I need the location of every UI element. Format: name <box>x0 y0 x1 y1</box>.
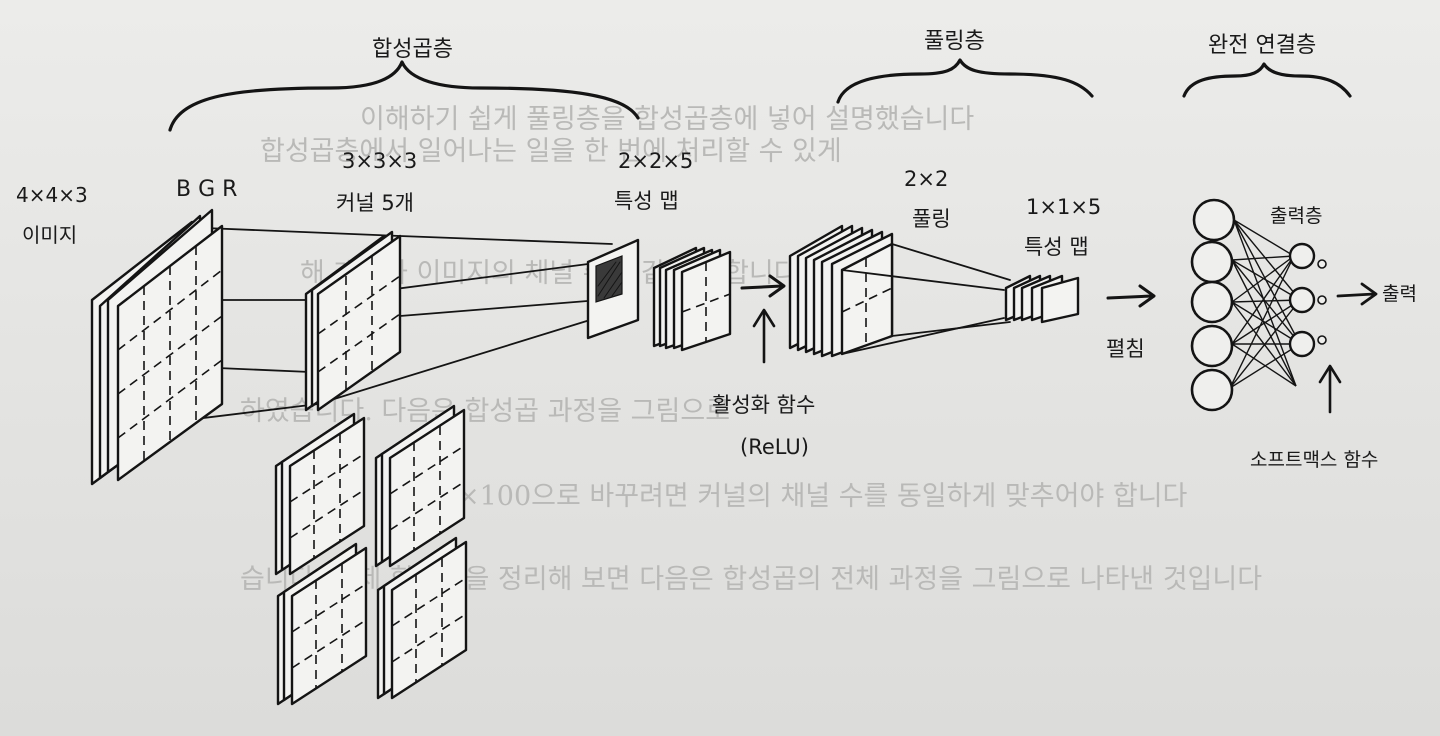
label-feat2-dim: 1×1×5 <box>1026 195 1101 219</box>
convolution-output-cell <box>586 238 640 340</box>
label-relu: (ReLU) <box>740 435 809 459</box>
activation-arrow <box>752 308 776 364</box>
label-image-dim: 4×4×3 <box>16 183 88 207</box>
bg-line-1: 이해하기 쉽게 풀링층을 합성곱층에 넣어 설명했습니다 <box>360 104 974 135</box>
pooled-feature-1x1x5 <box>1004 274 1080 324</box>
kernel-stack-4 <box>376 536 468 700</box>
label-activation: 활성화 함수 <box>712 393 815 417</box>
flatten-arrow <box>1106 284 1156 308</box>
active-kernel <box>304 230 402 412</box>
softmax-arrow <box>1318 364 1342 414</box>
label-feat1-dim: 2×2×5 <box>618 149 693 173</box>
pool-brace <box>836 58 1094 104</box>
pooling-input-volume <box>788 224 1011 358</box>
label-flatten: 펼침 <box>1106 337 1145 361</box>
kernel-stack-3 <box>276 542 368 706</box>
label-pool-dim: 2×2 <box>904 167 948 191</box>
label-output: 출력 <box>1382 283 1417 305</box>
feature-map-2x2x5 <box>652 246 732 352</box>
bg-line-2: 합성곱층에서 일어나는 일을 한 번에 처리할 수 있게 <box>260 136 842 167</box>
network-edges <box>1229 219 1301 389</box>
label-output-layer: 출력층 <box>1270 205 1322 227</box>
label-kernel-count: 커널 5개 <box>336 191 414 215</box>
output-arrow <box>1336 282 1378 306</box>
diagram-labels: 합성곱층 풀링층 완전 연결층 4×4×3 이미지 B G R 3×3×3 커널… <box>16 29 1417 471</box>
kernel-stack-2 <box>374 404 466 568</box>
arrow-to-pooling <box>740 274 786 298</box>
label-conv-section: 합성곱층 <box>372 37 453 62</box>
input-image-stack <box>90 208 224 486</box>
fc-brace <box>1182 62 1352 98</box>
label-bgr: B G R <box>176 177 237 202</box>
label-image-name: 이미지 <box>22 223 77 247</box>
label-kernel-dim: 3×3×3 <box>342 149 417 173</box>
bg-line-5: 3×3×100으로 바꾸려면 커널의 채널 수를 동일하게 맞추어야 합니다 <box>400 481 1188 512</box>
label-softmax: 소프트맥스 함수 <box>1250 449 1378 471</box>
label-feat2-name: 특성 맵 <box>1024 235 1089 259</box>
background-bleed-text: 이해하기 쉽게 풀링층을 합성곱층에 넣어 설명했습니다 합성곱층에서 일어나는… <box>240 104 1262 595</box>
conv-brace <box>168 60 640 132</box>
label-fc-section: 완전 연결층 <box>1208 33 1316 58</box>
label-pool-section: 풀링층 <box>924 29 985 54</box>
label-pool-name: 풀링 <box>912 207 951 231</box>
input-neurons <box>1190 198 1236 412</box>
label-feat1-name: 특성 맵 <box>614 189 679 213</box>
output-neurons <box>1288 242 1327 358</box>
kernel-stack-1 <box>274 412 366 576</box>
